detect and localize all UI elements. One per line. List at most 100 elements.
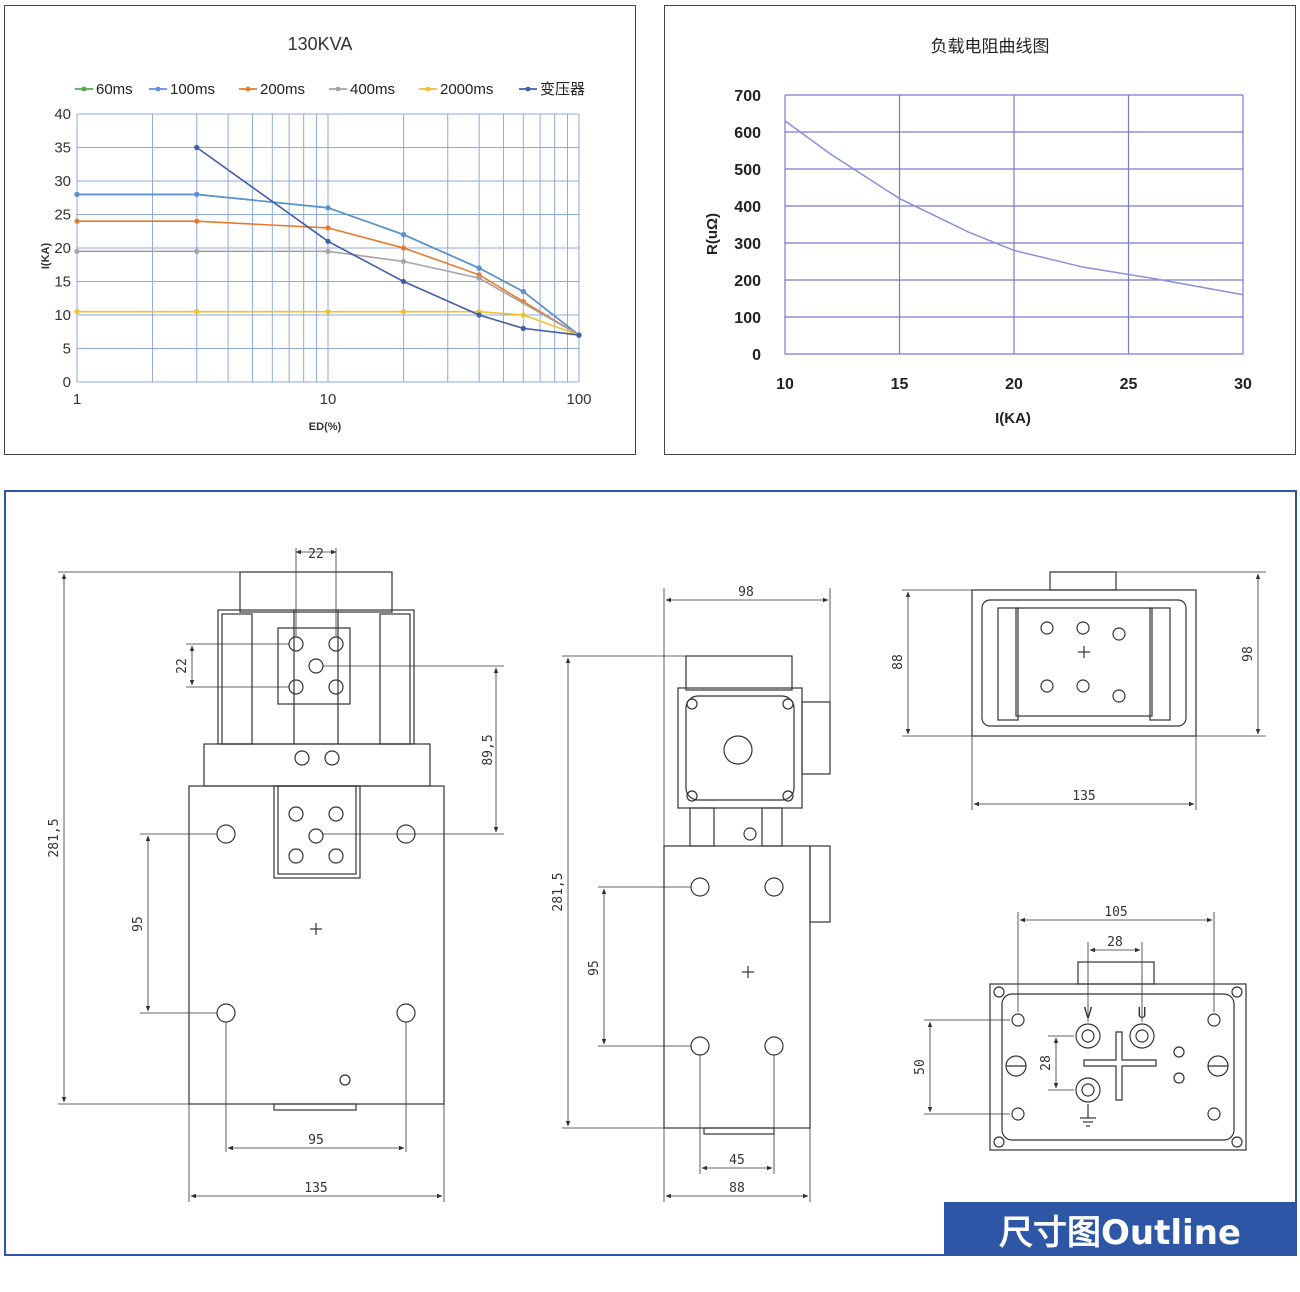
x-tick-label: 20 xyxy=(1005,376,1023,393)
y-tick-label: 25 xyxy=(54,207,71,224)
data-point xyxy=(325,205,331,211)
dim-top-left: 88 xyxy=(891,654,906,670)
legend-label: 2000ms xyxy=(440,81,493,98)
y-tick-label: 20 xyxy=(54,240,71,257)
data-point xyxy=(400,258,407,264)
dim-front-height: 281,5 xyxy=(47,818,62,857)
legend-marker xyxy=(81,86,87,92)
y-tick-label: 300 xyxy=(734,236,761,253)
y-tick-label: 200 xyxy=(734,273,761,290)
y-tick-label: 400 xyxy=(734,199,761,216)
dim-top-bottom: 135 xyxy=(1072,789,1095,804)
legend-label: 200ms xyxy=(260,81,305,98)
data-point xyxy=(576,332,582,338)
x-axis-label: ED(%) xyxy=(309,421,342,433)
y-tick-label: 30 xyxy=(54,173,71,190)
top-view xyxy=(902,571,1266,810)
legend-label: 60ms xyxy=(96,81,133,98)
y-tick-label: 40 xyxy=(54,106,71,123)
terminal-view xyxy=(924,912,1247,1151)
data-point xyxy=(74,191,80,197)
y-tick-label: 600 xyxy=(734,125,761,142)
series-line-0 xyxy=(784,120,1244,296)
x-tick-label: 25 xyxy=(1120,376,1138,393)
legend-label: 400ms xyxy=(350,81,395,98)
chart-series xyxy=(74,144,582,338)
data-point xyxy=(520,312,526,318)
dim-terminal-small: 28 xyxy=(1039,1055,1054,1071)
dim-side-bottom: 88 xyxy=(729,1181,745,1196)
terminal-label-u: U xyxy=(1137,1004,1146,1022)
y-tick-label: 0 xyxy=(752,347,761,364)
legend-marker xyxy=(335,86,341,92)
outline-drawing-panel: 22 22 89,5 281,5 95 95 135 xyxy=(4,490,1297,1256)
terminal-label-v: V xyxy=(1083,1004,1092,1022)
data-point xyxy=(400,232,407,238)
dim-front-small: 22 xyxy=(175,658,190,674)
y-tick-label: 10 xyxy=(54,307,71,324)
dim-front-bottom: 135 xyxy=(304,1181,327,1196)
y-tick-label: 15 xyxy=(54,274,71,291)
y-axis-label: I(KA) xyxy=(40,243,52,270)
legend-marker xyxy=(525,86,531,92)
x-tick-label: 100 xyxy=(566,391,591,408)
front-view xyxy=(58,548,504,1202)
data-point xyxy=(400,278,407,285)
data-point xyxy=(74,309,80,315)
data-point xyxy=(194,248,200,254)
legend-label: 100ms xyxy=(170,81,215,98)
dim-front-top: 22 xyxy=(308,547,324,562)
series-line-3 xyxy=(77,250,580,336)
data-point xyxy=(520,288,526,295)
chart-grid xyxy=(76,113,580,383)
y-tick-label: 100 xyxy=(734,310,761,327)
data-point xyxy=(400,245,407,251)
chart-series xyxy=(784,120,1244,296)
data-point xyxy=(520,325,526,331)
outline-drawing: 22 22 89,5 281,5 95 95 135 xyxy=(47,547,1266,1202)
data-point xyxy=(325,309,331,315)
x-tick-label: 15 xyxy=(891,376,909,393)
dim-front-right: 89,5 xyxy=(481,734,496,765)
y-tick-label: 700 xyxy=(734,88,761,105)
x-axis-label: I(KA) xyxy=(995,410,1031,427)
dim-terminal-left: 50 xyxy=(913,1059,928,1075)
side-view xyxy=(562,588,831,1202)
dim-side-side: 95 xyxy=(587,960,602,976)
data-point xyxy=(325,248,331,254)
y-tick-label: 5 xyxy=(63,341,71,358)
dim-front-side: 95 xyxy=(131,916,146,932)
x-tick-label: 1 xyxy=(73,391,81,408)
chart-title: 负载电阻曲线图 xyxy=(931,37,1050,57)
x-tick-label: 30 xyxy=(1234,376,1252,393)
data-point xyxy=(194,218,200,224)
dim-side-height: 281,5 xyxy=(551,872,566,911)
data-point xyxy=(194,144,200,151)
data-point xyxy=(74,218,80,224)
dim-front-bottom-inner: 95 xyxy=(308,1133,324,1148)
data-point xyxy=(325,238,331,244)
legend-marker xyxy=(425,86,431,92)
data-point xyxy=(325,225,331,231)
y-tick-label: 35 xyxy=(54,140,71,157)
y-axis-label: R(uΩ) xyxy=(704,213,721,255)
data-point xyxy=(476,265,482,271)
chart-grid xyxy=(784,94,1244,355)
legend-marker xyxy=(245,86,251,92)
dim-terminal-inner: 28 xyxy=(1107,935,1123,950)
series-line-5 xyxy=(196,146,580,336)
data-point xyxy=(194,309,200,315)
data-point xyxy=(476,275,482,281)
y-tick-label: 500 xyxy=(734,162,761,179)
chart-title: 130KVA xyxy=(288,34,353,54)
data-point xyxy=(476,312,482,318)
legend-marker xyxy=(155,86,161,92)
x-tick-label: 10 xyxy=(320,391,337,408)
